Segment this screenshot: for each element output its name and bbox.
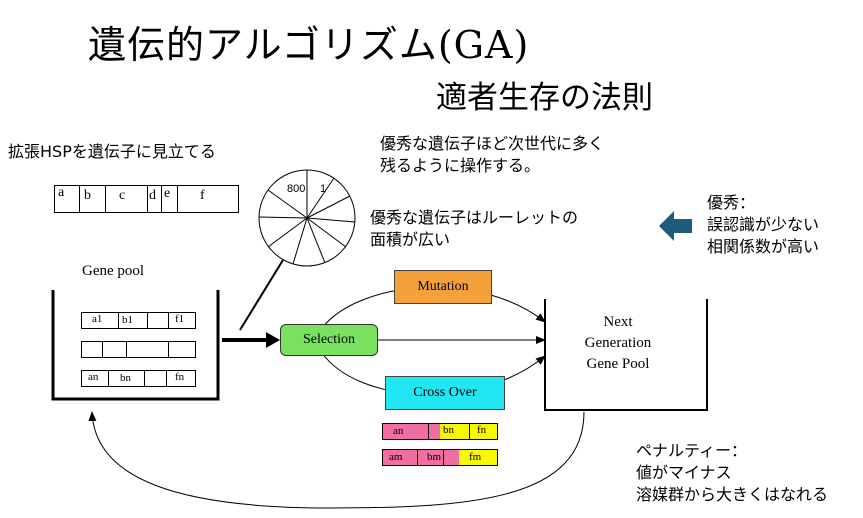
chromosome-cell-e: e [164, 186, 171, 201]
roulette-label-800: 800 [287, 183, 305, 195]
next-pool-container [544, 299, 708, 411]
note-fitness: 優秀： 誤認識が少ない 相関係数が高い [707, 193, 820, 256]
gene-pool-row-1: a1 b1 f1 [81, 312, 196, 329]
selection-label: Selection [302, 332, 356, 347]
note-roulette: 優秀な遺伝子はルーレットの 面積が広い [370, 208, 579, 249]
mutation-box: Mutation [394, 270, 492, 304]
gene-pool-label: Gene pool [82, 263, 145, 279]
page-subtitle: 適者生存の法則 [436, 80, 653, 116]
penalty-note: ペナルティー： 値がマイナス 溶媒群から大きくはなれる [636, 441, 829, 504]
selection-box: Selection [280, 324, 378, 356]
roulette-wheel: 800 1 [258, 169, 356, 267]
chromosome-cell-c: c [119, 188, 126, 203]
crossover-label: Cross Over [413, 385, 477, 400]
crossover-box: Cross Over [385, 376, 505, 410]
hsp-caption: 拡張HSPを遺伝子に見立てる [8, 142, 216, 161]
chromosome-top: a b c d e f [54, 185, 239, 213]
page-title: 遺伝的アルゴリズム(GA) [88, 23, 530, 67]
gene-pool-container [51, 290, 220, 401]
crossover-row-1: an bn fn [382, 423, 498, 440]
gene-pool-row-3: an bn fn [81, 370, 196, 387]
return-loop-arrow [88, 411, 585, 509]
chromosome-cell-b: b [84, 188, 91, 203]
crossover-row-2: am bm fm [382, 449, 498, 466]
next-pool-label: Next Generation Gene Pool [584, 314, 652, 372]
roulette-label-1: 1 [320, 183, 326, 195]
chromosome-cell-d: d [149, 188, 156, 203]
mutation-label: Mutation [417, 279, 469, 294]
gene-pool-row-2 [81, 341, 196, 358]
note-survival: 優秀な遺伝子ほど次世代に多く 残るように操作する。 [380, 134, 605, 175]
roulette-connector [239, 259, 284, 331]
pool-to-selection-arrowhead [266, 332, 280, 348]
chromosome-cell-a: a [58, 185, 65, 200]
blue-left-arrow-icon [659, 211, 692, 241]
chromosome-cell-f: f [200, 188, 205, 203]
